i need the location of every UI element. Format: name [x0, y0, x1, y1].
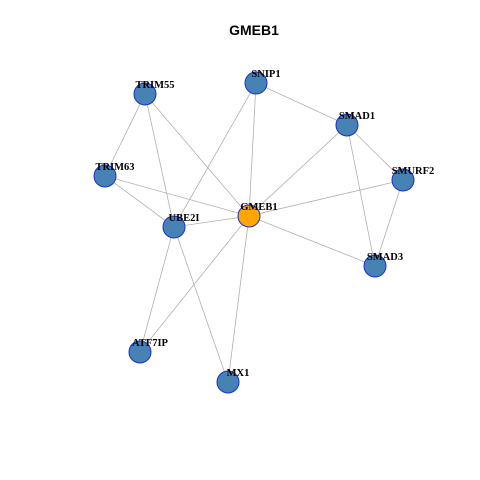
edge-trim63-ube2i	[104, 175, 175, 228]
edge-ube2i-gmeb1	[173, 215, 250, 228]
node-atf7ip[interactable]	[128, 340, 152, 364]
edge-smad1-smurf2	[346, 124, 404, 181]
node-label-smad3: SMAD3	[367, 252, 403, 263]
edge-ube2i-mx1	[173, 226, 229, 383]
node-smad1[interactable]	[335, 113, 359, 137]
node-label-smad1: SMAD1	[339, 111, 375, 122]
graph-title: GMEB1	[229, 22, 279, 38]
edge-gmeb1-atf7ip	[139, 215, 250, 353]
edge-trim55-trim63	[104, 93, 146, 177]
node-gmeb1[interactable]	[237, 204, 261, 228]
node-label-gmeb1: GMEB1	[240, 202, 277, 213]
edge-snip1-smad1	[255, 82, 348, 126]
node-trim55[interactable]	[133, 82, 157, 106]
edge-layer	[104, 82, 404, 383]
node-label-atf7ip: ATF7IP	[132, 338, 169, 349]
node-layer	[93, 71, 415, 394]
node-smurf2[interactable]	[391, 168, 415, 192]
node-snip1[interactable]	[244, 71, 268, 95]
node-label-smurf2: SMURF2	[392, 166, 435, 177]
edge-gmeb1-smad3	[248, 215, 376, 267]
node-label-mx1: MX1	[227, 368, 250, 379]
node-smad3[interactable]	[363, 254, 387, 278]
node-mx1[interactable]	[216, 370, 240, 394]
edge-snip1-gmeb1	[248, 82, 257, 217]
node-label-snip1: SNIP1	[251, 69, 280, 80]
node-trim63[interactable]	[93, 164, 117, 188]
edge-smurf2-smad3	[374, 179, 404, 267]
node-ube2i[interactable]	[162, 215, 186, 239]
edge-trim55-gmeb1	[144, 93, 250, 217]
node-label-trim55: TRIM55	[135, 80, 174, 91]
edge-snip1-ube2i	[173, 82, 257, 228]
node-label-trim63: TRIM63	[95, 162, 134, 173]
edge-trim55-ube2i	[144, 93, 175, 228]
edge-ube2i-atf7ip	[139, 226, 175, 353]
edge-trim63-gmeb1	[104, 175, 250, 217]
edge-smad1-smad3	[346, 124, 376, 267]
edge-gmeb1-mx1	[227, 215, 250, 383]
edge-smad1-gmeb1	[248, 124, 348, 217]
node-label-ube2i: UBE2I	[169, 213, 200, 224]
edge-smurf2-gmeb1	[248, 179, 404, 217]
